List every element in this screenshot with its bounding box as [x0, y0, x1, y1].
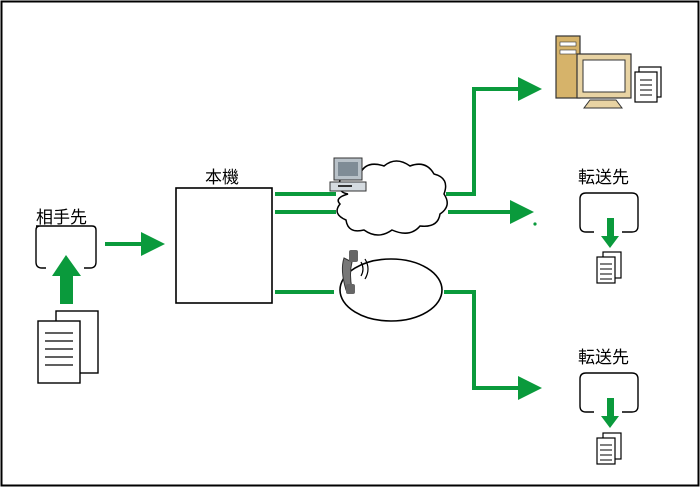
route-to-computer	[446, 77, 542, 196]
telephone-icon	[341, 250, 369, 294]
upload-arrow	[52, 255, 81, 304]
phone-line-icon	[339, 258, 443, 322]
sender-fax-icon	[35, 225, 97, 269]
upper-destination-label: 転送先	[578, 168, 629, 188]
lower-destination-fax-icon	[579, 372, 639, 465]
lower-destination-label: 転送先	[578, 348, 629, 368]
computer-icon	[329, 157, 367, 192]
upper-destination-fax-icon	[579, 192, 639, 284]
desktop-computer-icon	[555, 35, 662, 109]
sender-label: 相手先	[36, 208, 87, 228]
document-stack-icon	[37, 310, 99, 384]
route-to-lower-destination	[444, 290, 542, 400]
machine-box	[175, 187, 273, 304]
machine-label: 本機	[205, 168, 239, 188]
